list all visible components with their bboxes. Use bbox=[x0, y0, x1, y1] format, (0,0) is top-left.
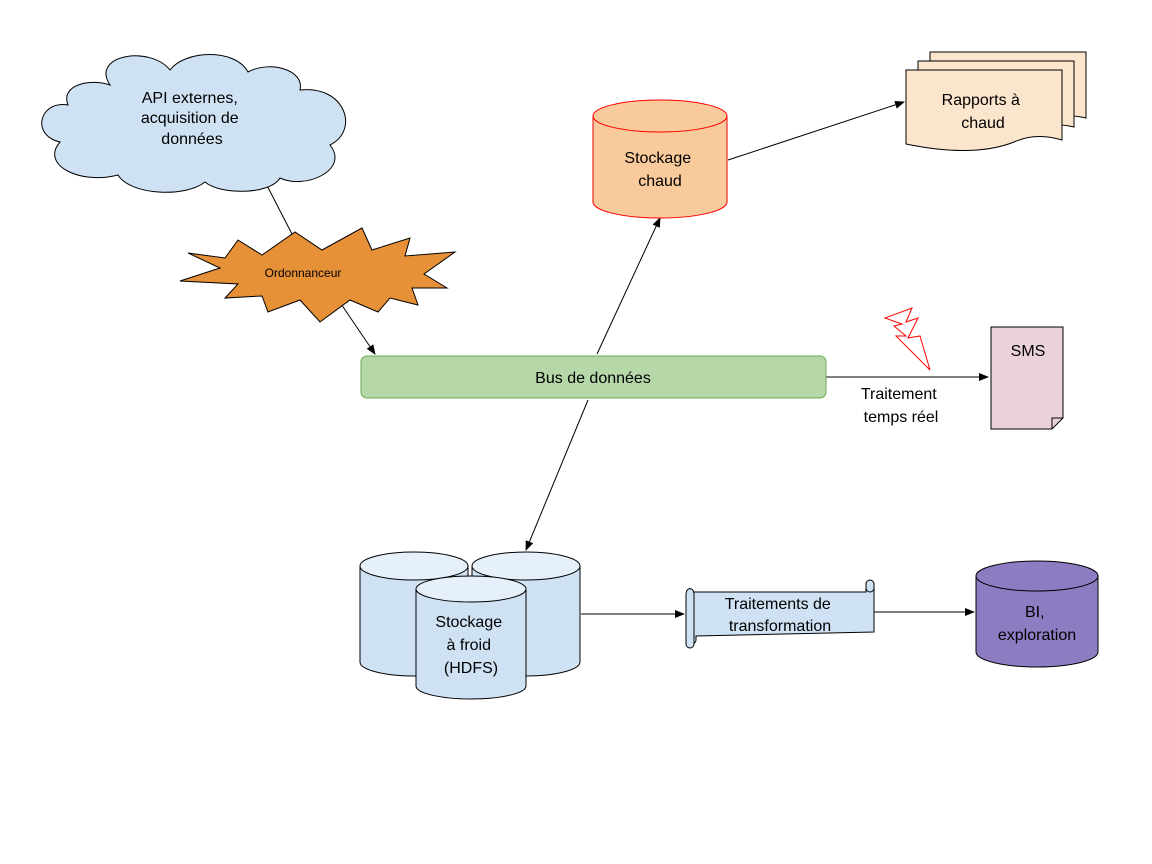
api-cloud-node: API externes, acquisition de données bbox=[41, 54, 347, 193]
data-bus-bar bbox=[360, 355, 827, 399]
bi-node: BI, exploration bbox=[975, 560, 1099, 668]
sms-note-fold bbox=[1051, 417, 1063, 429]
hot-storage-node: Stockage chaud bbox=[592, 99, 728, 219]
cold-storage-node: Stockage à froid (HDFS) bbox=[359, 551, 581, 700]
hot-reports-label: Rapports à chaud bbox=[942, 92, 1025, 132]
scheduler-label: Ordonnanceur bbox=[265, 266, 342, 280]
hot-storage-body bbox=[592, 116, 728, 219]
hot-storage-label: Stockage chaud bbox=[624, 150, 695, 190]
sms-note-shape bbox=[990, 326, 1064, 430]
cold-cylinder-front-body bbox=[415, 589, 527, 700]
sms-label: SMS bbox=[1011, 343, 1046, 360]
cold-cylinder-front-top bbox=[415, 575, 527, 603]
edge-bus-to-hot-storage bbox=[596, 217, 661, 355]
bi-label: BI, exploration bbox=[998, 604, 1076, 644]
cold-cylinder-right-top bbox=[471, 551, 581, 581]
sms-node: SMS bbox=[990, 326, 1064, 430]
transform-label: Traitements de transformation bbox=[725, 596, 836, 635]
cold-cylinder-left-top bbox=[359, 551, 469, 581]
hot-reports-node: Rapports à chaud bbox=[905, 51, 1087, 152]
scroll-curl-right bbox=[865, 579, 875, 593]
bi-cylinder-top bbox=[975, 560, 1099, 592]
hot-storage-top bbox=[592, 99, 728, 133]
report-sheet-front bbox=[905, 69, 1063, 152]
api-cloud-label: API externes, acquisition de données bbox=[141, 90, 243, 148]
scroll-curl-left bbox=[685, 588, 695, 649]
explosion-shape bbox=[179, 227, 457, 323]
data-bus-label: Bus de données bbox=[535, 370, 651, 387]
connectors bbox=[257, 101, 989, 618]
bi-cylinder-body bbox=[975, 576, 1099, 668]
scheduler-node: Ordonnanceur bbox=[179, 227, 457, 323]
edge-bus-to-cold-storage bbox=[525, 399, 589, 551]
edge-scheduler-to-bus bbox=[336, 297, 376, 355]
transform-node: Traitements de transformation bbox=[685, 579, 875, 649]
cold-storage-label: Stockage à froid (HDFS) bbox=[435, 614, 506, 677]
cloud-shape bbox=[41, 54, 347, 193]
data-bus-node: Bus de données bbox=[360, 355, 827, 399]
realtime-label: Traitement temps réel bbox=[861, 386, 941, 426]
scroll-shape bbox=[686, 583, 875, 645]
lightning-icon bbox=[883, 307, 931, 371]
edge-hot-storage-to-reports bbox=[727, 101, 905, 161]
